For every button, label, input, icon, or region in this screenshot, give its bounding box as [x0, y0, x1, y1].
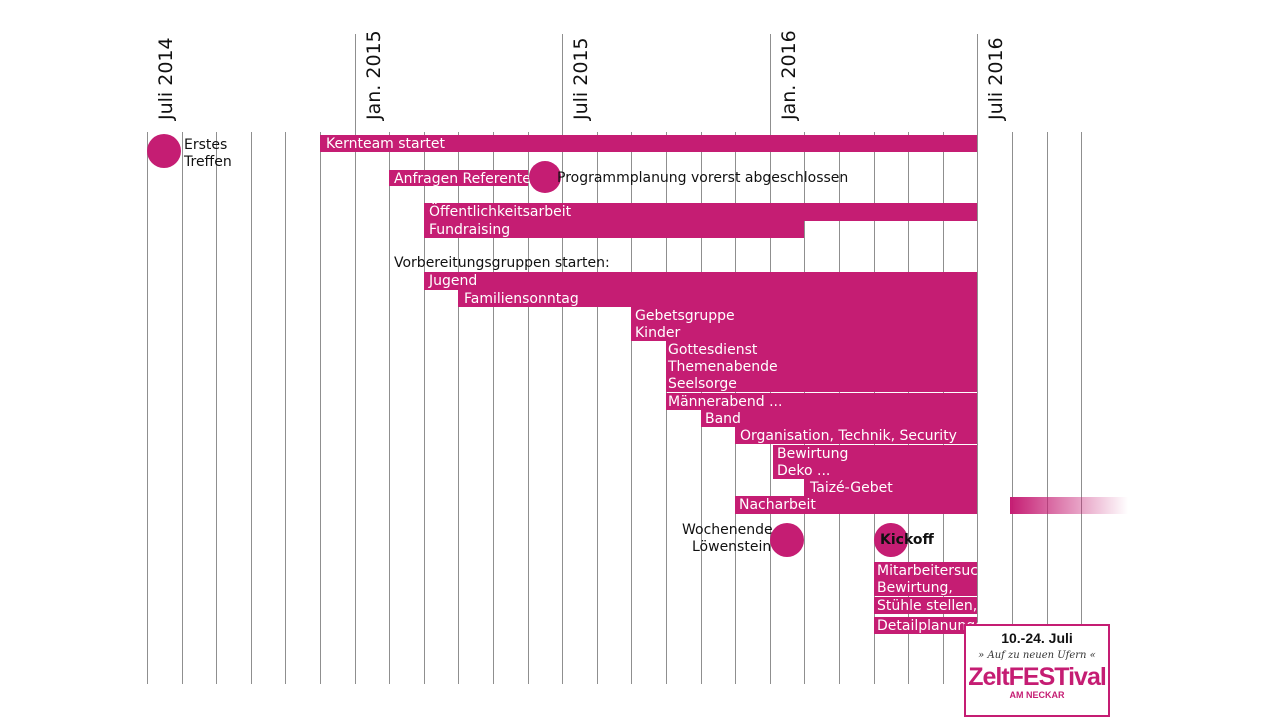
task-label: Anfragen Referenten — [394, 171, 540, 187]
task-bar — [458, 290, 977, 307]
month-gridline — [493, 132, 494, 684]
task-bar — [424, 203, 977, 221]
month-gridline — [1047, 132, 1048, 684]
task-label: Jugend — [429, 273, 478, 289]
logo-subtitle: AM NECKAR — [1009, 690, 1065, 700]
month-gridline — [285, 132, 286, 684]
milestone-dot — [770, 523, 804, 557]
logo-name: ZeltFESTival — [968, 663, 1107, 691]
nacharbeit-fade — [1010, 497, 1128, 514]
task-label: Kinder — [635, 325, 681, 341]
task-label: Fundraising — [429, 222, 511, 238]
task-bar — [735, 427, 977, 444]
task-label: Organisation, Technik, Security — [740, 428, 957, 444]
task-bar — [631, 324, 977, 341]
month-gridline — [1081, 132, 1082, 684]
milestone-label: Wochenende — [682, 522, 773, 538]
month-tick-label: Jan. 2015 — [363, 30, 385, 120]
month-gridline — [251, 132, 252, 684]
task-bar — [631, 307, 977, 324]
milestone-label: Erstes — [184, 137, 228, 153]
task-label: Bewirtung — [777, 446, 849, 462]
task-label: Band — [705, 411, 741, 427]
month-gridline — [631, 132, 632, 684]
month-gridline — [182, 132, 183, 684]
task-bar — [666, 358, 977, 375]
task-label: Stühle stellen, ... — [877, 598, 995, 614]
annotation-text: Vorbereitungsgruppen starten: — [394, 255, 610, 271]
month-gridline — [147, 132, 148, 684]
task-label: Detailplanungen — [877, 618, 993, 634]
month-tick-label: Juli 2016 — [985, 37, 1007, 120]
task-label: Nacharbeit — [739, 497, 816, 513]
milestone-dot — [147, 134, 181, 168]
task-label: Kernteam startet — [326, 136, 445, 152]
task-label: Seelsorge — [668, 376, 737, 392]
task-bar — [424, 221, 804, 238]
tick-gridline — [562, 34, 563, 132]
milestone-dot — [529, 161, 561, 193]
task-bar — [666, 341, 977, 358]
task-label: Familiensonntag — [464, 291, 579, 307]
month-tick-label: Juli 2014 — [155, 37, 177, 120]
milestone-label: Löwenstein — [692, 539, 772, 555]
month-gridline — [977, 132, 978, 684]
tick-gridline — [770, 34, 771, 132]
task-bar — [666, 393, 977, 410]
task-label: Themenabende — [668, 359, 778, 375]
milestone-dot — [874, 523, 908, 557]
task-bar — [701, 410, 977, 427]
task-bar — [773, 462, 977, 479]
task-label: Öffentlichkeitsarbeit — [429, 204, 572, 220]
task-bar — [874, 617, 977, 634]
logo-tagline: » Auf zu neuen Ufern « — [978, 650, 1096, 661]
month-gridline — [424, 132, 425, 684]
month-gridline — [320, 132, 321, 684]
month-gridline — [216, 132, 217, 684]
task-bar — [874, 597, 977, 614]
task-label: Gebetsgruppe — [635, 308, 735, 324]
month-gridline — [528, 132, 529, 684]
task-bar — [320, 135, 977, 152]
task-label: Männerabend ... — [668, 394, 783, 410]
milestone-label: Treffen — [184, 154, 232, 170]
task-bar — [735, 496, 977, 514]
milestone-label: Programmplanung vorerst abgeschlossen — [557, 170, 849, 186]
month-gridline — [389, 132, 390, 684]
task-label: Mitarbeitersuche: — [877, 563, 1001, 579]
task-bar — [424, 272, 977, 290]
month-gridline — [458, 132, 459, 684]
task-bar — [804, 479, 977, 497]
logo-dates: 10.-24. Juli — [1001, 630, 1073, 646]
task-bar — [773, 445, 977, 462]
tick-gridline — [977, 34, 978, 132]
task-label: Deko ... — [777, 463, 831, 479]
month-gridline — [597, 132, 598, 684]
task-bar — [874, 562, 977, 580]
task-label: Gottesdienst — [668, 342, 758, 358]
task-bar — [389, 170, 528, 186]
month-tick-label: Jan. 2016 — [778, 30, 800, 120]
month-tick-label: Juli 2015 — [570, 37, 592, 120]
task-label: Bewirtung, — [877, 580, 953, 596]
task-bar — [874, 579, 977, 596]
month-gridline — [355, 132, 356, 684]
task-label: Taizé-Gebet — [810, 480, 893, 496]
milestone-label: Kickoff — [880, 532, 934, 548]
month-gridline — [1012, 132, 1013, 684]
month-gridline — [562, 132, 563, 684]
festival-logo: 10.-24. Juli » Auf zu neuen Ufern « Zelt… — [964, 624, 1110, 717]
task-bar — [666, 375, 977, 392]
tick-gridline — [355, 34, 356, 132]
